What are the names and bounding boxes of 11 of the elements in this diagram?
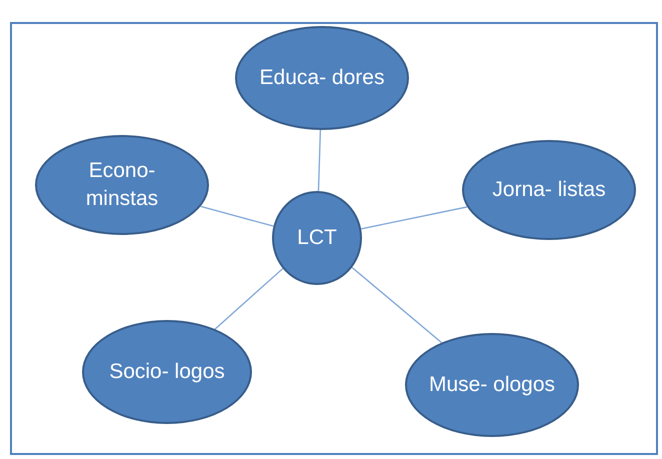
connector-line — [214, 268, 284, 330]
connector-line — [352, 266, 442, 344]
node-label: Jorna- listas — [491, 176, 607, 203]
connector-line — [200, 206, 274, 227]
node-label: Muse- ologos — [428, 372, 556, 398]
node-label: Socio- logos — [108, 358, 226, 385]
node-label: LCT — [296, 224, 338, 251]
connector-line — [361, 206, 468, 230]
node-label: Educa- dores — [258, 64, 386, 91]
node-label: Econo- minstas — [84, 158, 160, 212]
connector-line — [318, 130, 322, 192]
